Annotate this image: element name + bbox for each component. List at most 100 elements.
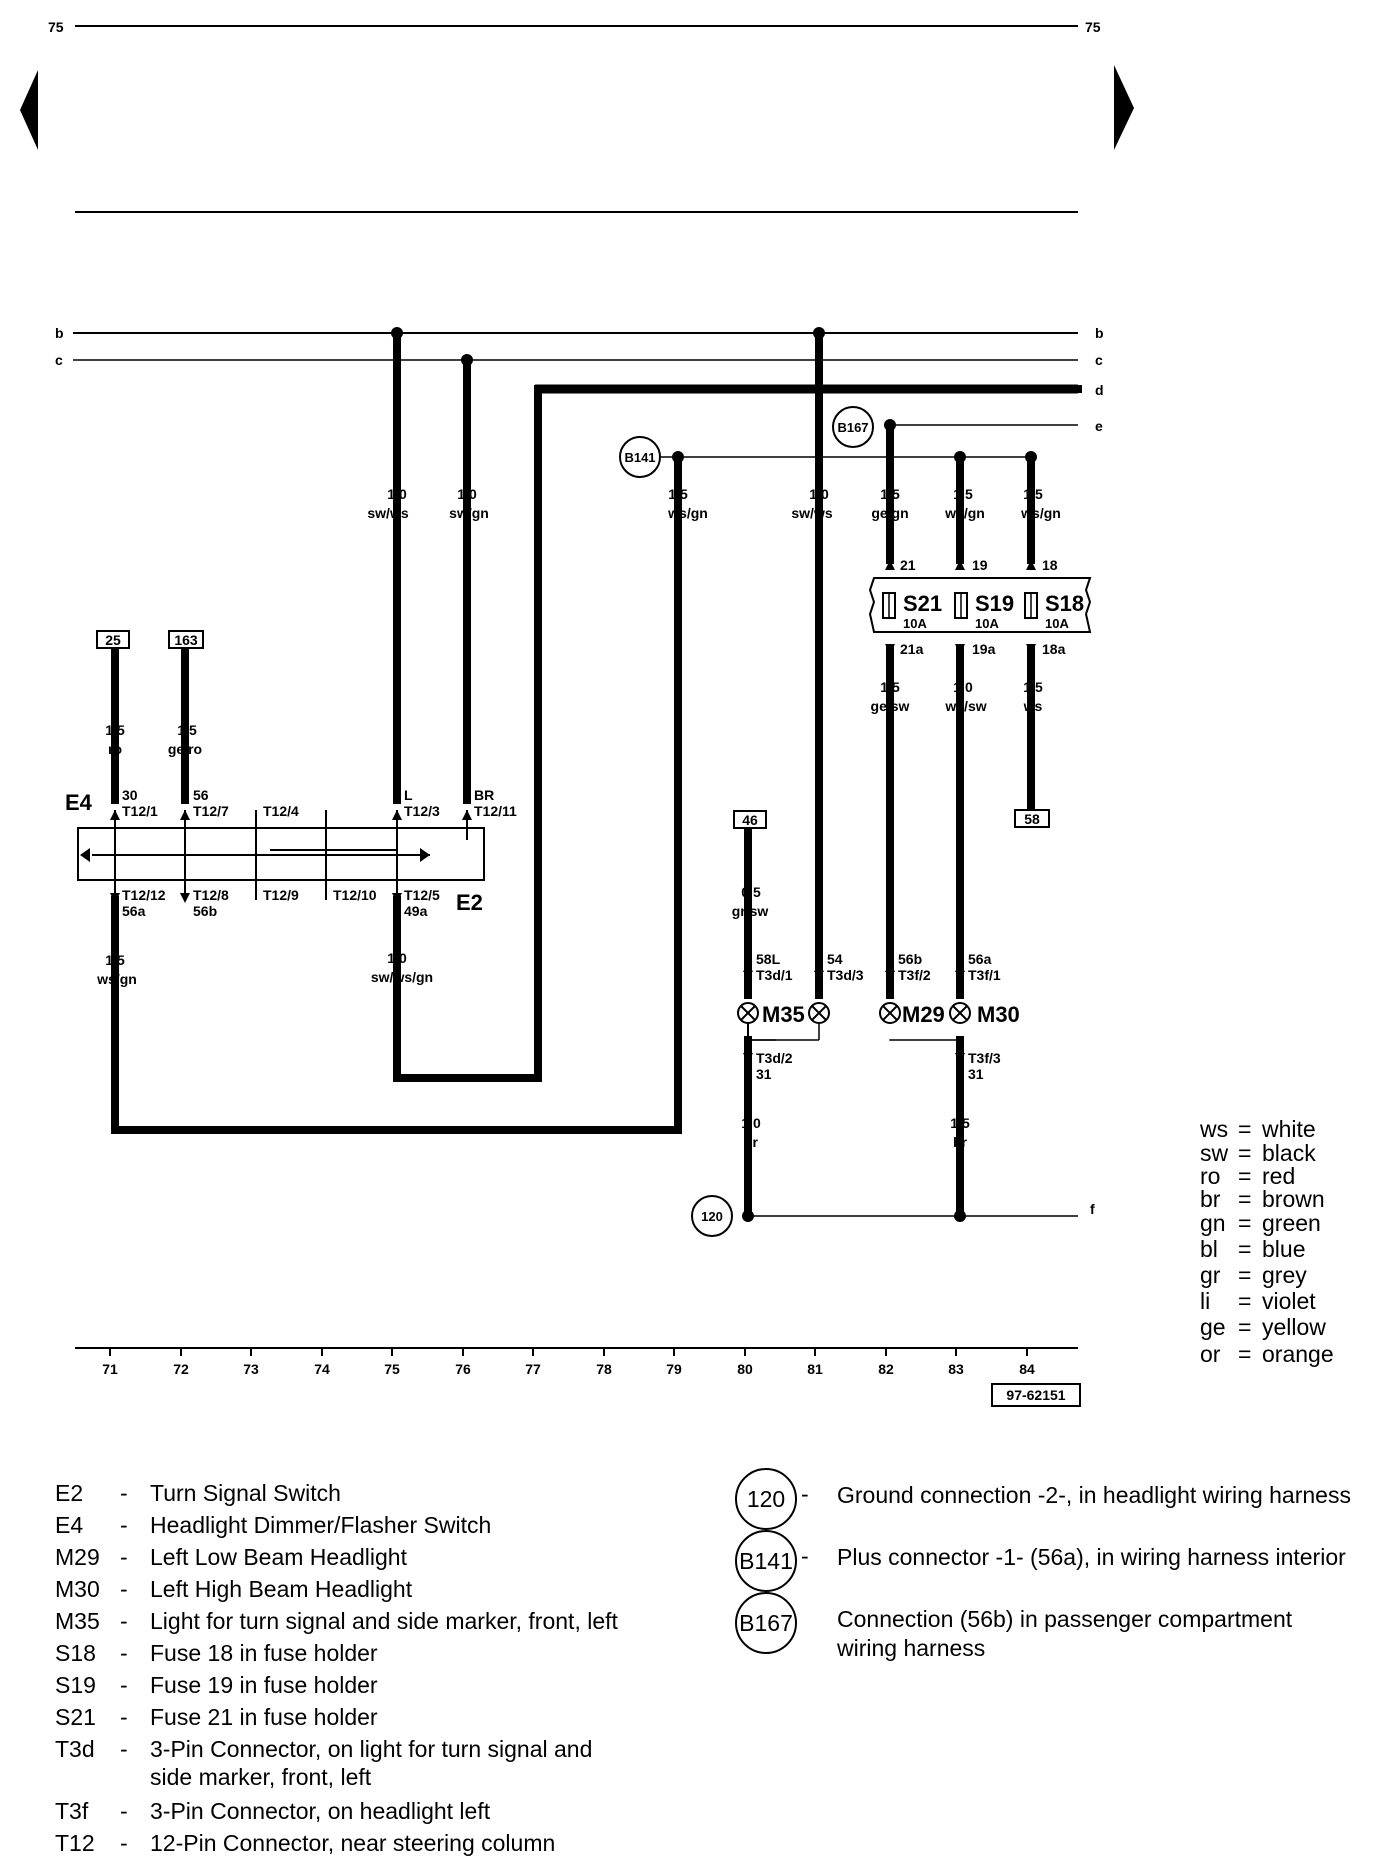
- svg-text:19a: 19a: [972, 641, 996, 657]
- wire-84-top-size: 1,5: [1023, 486, 1043, 502]
- svg-text:120: 120: [701, 1209, 723, 1224]
- component-m35-label: M35: [762, 1002, 805, 1027]
- svg-text:T3f/1: T3f/1: [968, 967, 1001, 983]
- wire-79-size: 1,5: [668, 486, 688, 502]
- component-e4-label: E4: [65, 790, 93, 815]
- svg-text:f: f: [1090, 1201, 1095, 1217]
- svg-text:T3f/3: T3f/3: [968, 1050, 1001, 1066]
- wire-80-color: gr/sw: [732, 903, 769, 919]
- svg-text:56a: 56a: [122, 903, 146, 919]
- svg-text:58L: 58L: [756, 951, 781, 967]
- svg-text:84: 84: [1019, 1361, 1035, 1377]
- svg-text:78: 78: [596, 1361, 612, 1377]
- svg-text:T12/8: T12/8: [193, 887, 229, 903]
- rail-c: c c: [55, 352, 1103, 368]
- svg-text:30: 30: [122, 787, 138, 803]
- ground-120-legend-icon: 120: [735, 1468, 797, 1530]
- wire-84-top-color: ws/gn: [1020, 505, 1061, 521]
- wire-80-size: 0,5: [741, 884, 761, 900]
- switch-pin-labels: 30 T12/1 56 T12/7 T12/4 L T12/3 BR T12/1…: [122, 787, 517, 919]
- svg-text:T3d/2: T3d/2: [756, 1050, 793, 1066]
- wire-81-color: sw/ws: [791, 505, 832, 521]
- b141-connector-icon: B141: [619, 436, 661, 478]
- svg-text:e: e: [1095, 418, 1103, 434]
- wire-82-bottom-color: ge/sw: [871, 698, 910, 714]
- svg-text:T12/7: T12/7: [193, 803, 229, 819]
- ground-120-icon: 120: [691, 1195, 733, 1237]
- rail-e: e: [890, 418, 1103, 434]
- wire-82-top-size: 1,5: [880, 486, 900, 502]
- svg-text:77: 77: [525, 1361, 541, 1377]
- component-m29-label: M29: [902, 1002, 945, 1027]
- svg-text:73: 73: [243, 1361, 259, 1377]
- svg-text:79: 79: [666, 1361, 682, 1377]
- svg-text:b: b: [1095, 325, 1104, 341]
- ref-box-58[interactable]: 58: [1014, 809, 1050, 828]
- svg-text:80: 80: [737, 1361, 753, 1377]
- svg-text:10A: 10A: [1045, 616, 1069, 631]
- svg-text:c: c: [55, 352, 63, 368]
- svg-text:56a: 56a: [968, 951, 992, 967]
- svg-text:54: 54: [827, 951, 843, 967]
- drawing-number-box: 97-62151: [991, 1383, 1081, 1407]
- svg-text:10A: 10A: [975, 616, 999, 631]
- component-e2-label: E2: [456, 890, 483, 915]
- wire-79-color: ws/gn: [667, 505, 708, 521]
- svg-text:58: 58: [1024, 811, 1040, 827]
- svg-text:72: 72: [173, 1361, 189, 1377]
- svg-text:S18: S18: [1045, 591, 1084, 616]
- lamp-m30: M30: [949, 1002, 1020, 1027]
- svg-text:31: 31: [756, 1066, 772, 1082]
- svg-text:21a: 21a: [900, 641, 924, 657]
- ref-box-163[interactable]: 163: [168, 630, 204, 649]
- lamp-m29: M29: [879, 1002, 945, 1027]
- svg-text:71: 71: [102, 1361, 118, 1377]
- wire-83-top-size: 1,5: [953, 486, 973, 502]
- wire-71-size: 1,5: [105, 722, 125, 738]
- svg-text:c: c: [1095, 352, 1103, 368]
- svg-text:S19: S19: [975, 591, 1014, 616]
- wire-83-ground-color: br: [953, 1134, 968, 1150]
- junction-dots: [391, 327, 1037, 1222]
- lamp-pin-labels: 58L T3d/1 54 T3d/3 56b T3f/2 56a T3f/1 T…: [743, 951, 1001, 1082]
- svg-text:T12/10: T12/10: [333, 887, 377, 903]
- wire-81-size: 1,0: [809, 486, 829, 502]
- wire-80-bottom-color: br: [744, 1134, 759, 1150]
- svg-text:T12/5: T12/5: [404, 887, 440, 903]
- svg-text:L: L: [404, 787, 413, 803]
- svg-text:56: 56: [193, 787, 209, 803]
- column-ticks: [109, 1348, 1028, 1356]
- page-number-right: 75: [1085, 19, 1101, 35]
- prev-page-arrow-icon[interactable]: [20, 70, 38, 150]
- wire-75-size: 1,0: [387, 486, 407, 502]
- rail-f: f: [748, 1201, 1095, 1217]
- svg-text:21: 21: [900, 557, 916, 573]
- svg-text:56b: 56b: [898, 951, 922, 967]
- svg-text:T3d/3: T3d/3: [827, 967, 864, 983]
- ref-box-25[interactable]: 25: [96, 630, 130, 649]
- wire-labels: 1,0 sw/ws 1,0 sw/gn 1,5 ws/gn 1,0 sw/ws …: [96, 486, 1061, 1150]
- svg-text:T12/12: T12/12: [122, 887, 166, 903]
- b167-connector-icon: B167: [832, 406, 874, 448]
- wire-82-bottom-size: 1,5: [880, 679, 900, 695]
- wire-84-bottom-color: ws: [1023, 698, 1043, 714]
- svg-text:97-62151: 97-62151: [1006, 1387, 1065, 1403]
- svg-text:18a: 18a: [1042, 641, 1066, 657]
- svg-text:T12/4: T12/4: [263, 803, 299, 819]
- wire-paths: [111, 329, 1082, 1220]
- svg-text:T12/11: T12/11: [474, 803, 517, 819]
- svg-text:B141: B141: [624, 450, 655, 465]
- ref-box-46[interactable]: 46: [733, 810, 767, 829]
- wire-82-top-color: ge/gn: [871, 505, 908, 521]
- wire-84-bottom-size: 1,5: [1023, 679, 1043, 695]
- wire-71-bottom-color: ws/gn: [96, 971, 137, 987]
- wire-83-ground-size: 1,5: [950, 1115, 970, 1131]
- svg-text:76: 76: [455, 1361, 471, 1377]
- column-numbers: 71 72 73 74 75 76 77 78 79 80 81 82 83 8…: [102, 1361, 1035, 1377]
- svg-text:S21: S21: [903, 591, 942, 616]
- b167-legend-icon: B167: [735, 1592, 797, 1654]
- wire-75-bottom-color: sw/ws/gn: [371, 969, 433, 985]
- next-page-arrow-icon[interactable]: [1114, 65, 1134, 150]
- wire-80-bottom-size: 1,0: [741, 1115, 761, 1131]
